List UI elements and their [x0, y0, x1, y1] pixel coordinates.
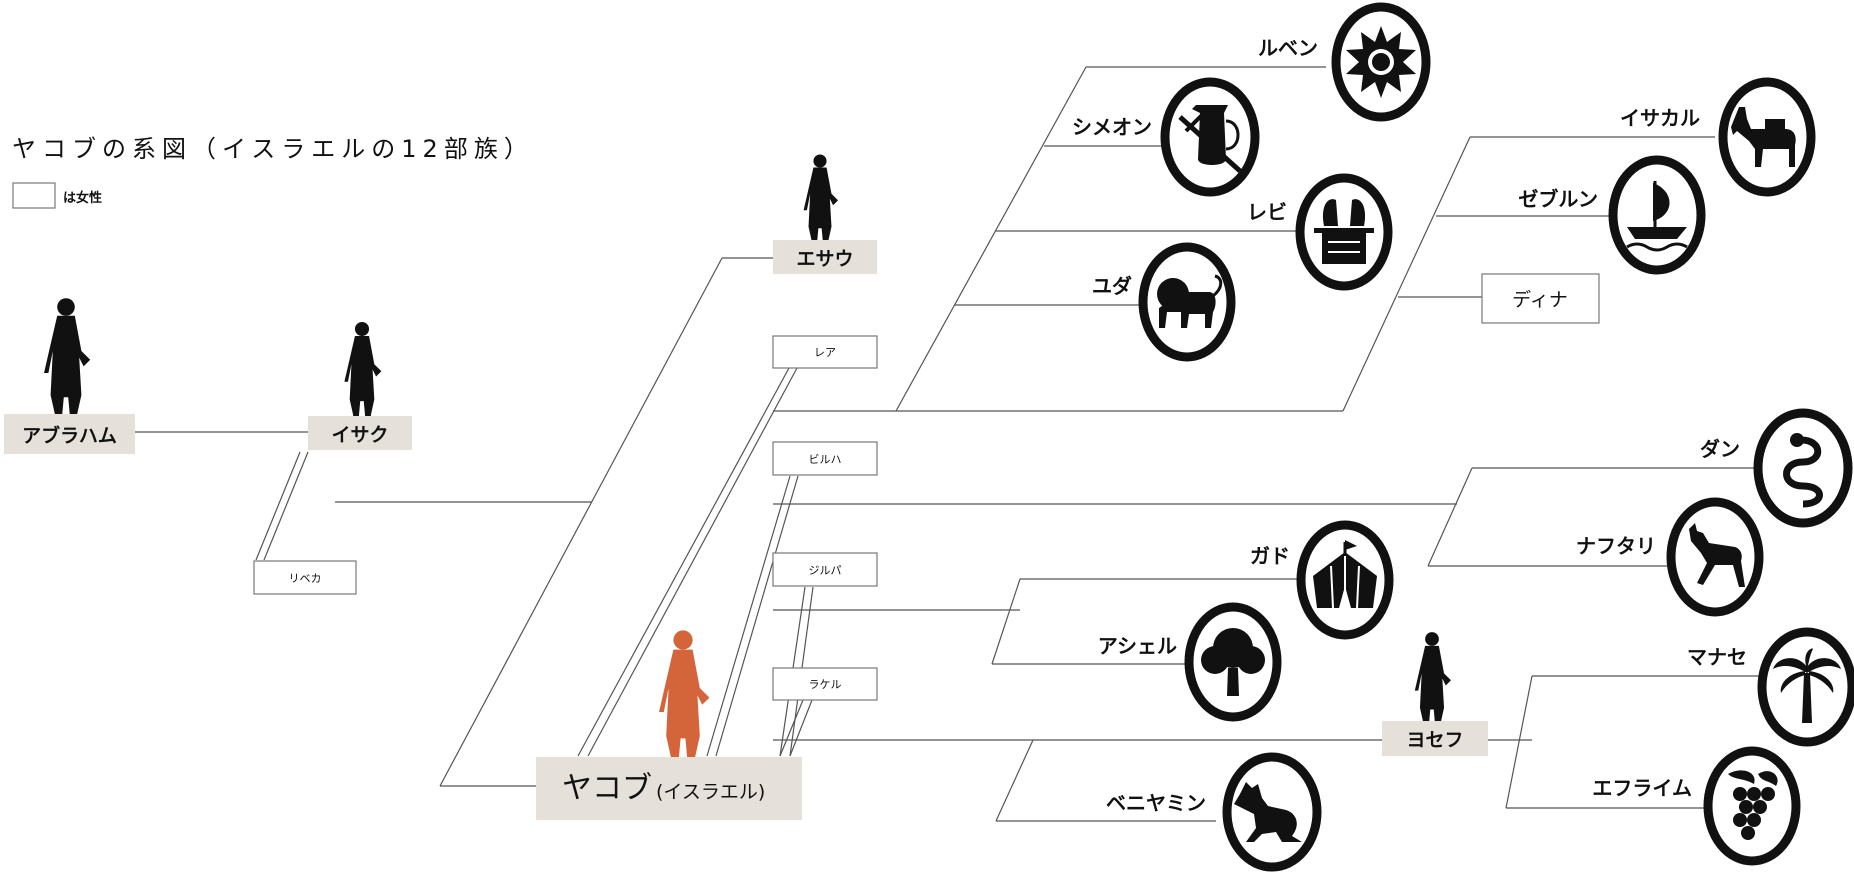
tribe-label-ephraim: エフライム [1592, 776, 1692, 800]
serpent-icon [1753, 408, 1853, 528]
rachel-box: ラケル [772, 667, 878, 701]
tribe-label-benjamin: ベニヤミン [1106, 791, 1206, 815]
bilhah-label: ビルハ [809, 453, 842, 466]
palm-tree-icon [1757, 627, 1854, 747]
sun-icon [1331, 2, 1431, 122]
rachel-label: ラケル [809, 678, 842, 691]
esau-box: エサウ [773, 240, 877, 274]
donkey-icon [1718, 77, 1816, 197]
tribe-label-asher: アシェル [1098, 634, 1177, 658]
legend-label: は女性 [63, 190, 102, 206]
tribe-label-zebulun: ゼブルン [1518, 187, 1598, 211]
rebekah-label: リベカ [289, 572, 322, 585]
tribe-label-judah: ユダ [1092, 274, 1132, 298]
ark-icon [1295, 173, 1393, 291]
tree-icon [1184, 602, 1282, 722]
tribe-label-simeon: シメオン [1072, 115, 1152, 139]
leah-label: レア [814, 346, 836, 359]
tribe-label-issachar: イサカル [1620, 106, 1700, 130]
joseph-figure [1414, 632, 1451, 729]
esau-figure [803, 154, 839, 247]
tribe-label-naphtali: ナフタリ [1576, 534, 1656, 558]
dinah-label: ディナ [1512, 289, 1568, 311]
jug-and-sword-icon [1160, 77, 1260, 197]
leah-box: レア [772, 335, 878, 369]
tribe-label-manasseh: マナセ [1687, 645, 1747, 669]
deer-icon [1666, 497, 1764, 617]
zilpah-box: ジルパ [772, 552, 878, 587]
isaac-figure [344, 321, 382, 421]
abraham-label: アブラハム [22, 424, 117, 447]
tribe-label-levi: レビ [1247, 200, 1287, 224]
rebekah-box: リベカ [253, 560, 357, 595]
esau-label: エサウ [796, 248, 853, 270]
zilpah-label: ジルパ [809, 564, 842, 577]
jacob-label: ヤコブ(イスラエル) [562, 771, 765, 806]
tribe-label-dan: ダン [1700, 437, 1740, 461]
ship-icon [1608, 155, 1706, 275]
abraham-figure [44, 298, 91, 422]
bilhah-box: ビルハ [772, 441, 878, 476]
joseph-label: ヨセフ [1406, 729, 1463, 751]
dinah-box: ディナ [1481, 273, 1600, 324]
legend-female-swatch [12, 182, 56, 209]
jacob-box: ヤコブ(イスラエル) [536, 757, 802, 820]
isaac-label: イサク [331, 424, 388, 446]
diagram-title: ヤコブの系図（イスラエルの12部族） [12, 135, 534, 163]
tribe-label-gad: ガド [1250, 544, 1290, 568]
tribe-label-reuben: ルベン [1258, 36, 1318, 60]
wolf-icon [1222, 752, 1322, 872]
isaac-box: イサク [308, 416, 412, 450]
jacob-figure [659, 630, 710, 765]
abraham-box: アブラハム [4, 414, 135, 454]
tent-icon [1296, 520, 1394, 640]
grapes-icon [1703, 746, 1801, 866]
lion-icon [1138, 242, 1236, 362]
joseph-box: ヨセフ [1382, 721, 1488, 756]
